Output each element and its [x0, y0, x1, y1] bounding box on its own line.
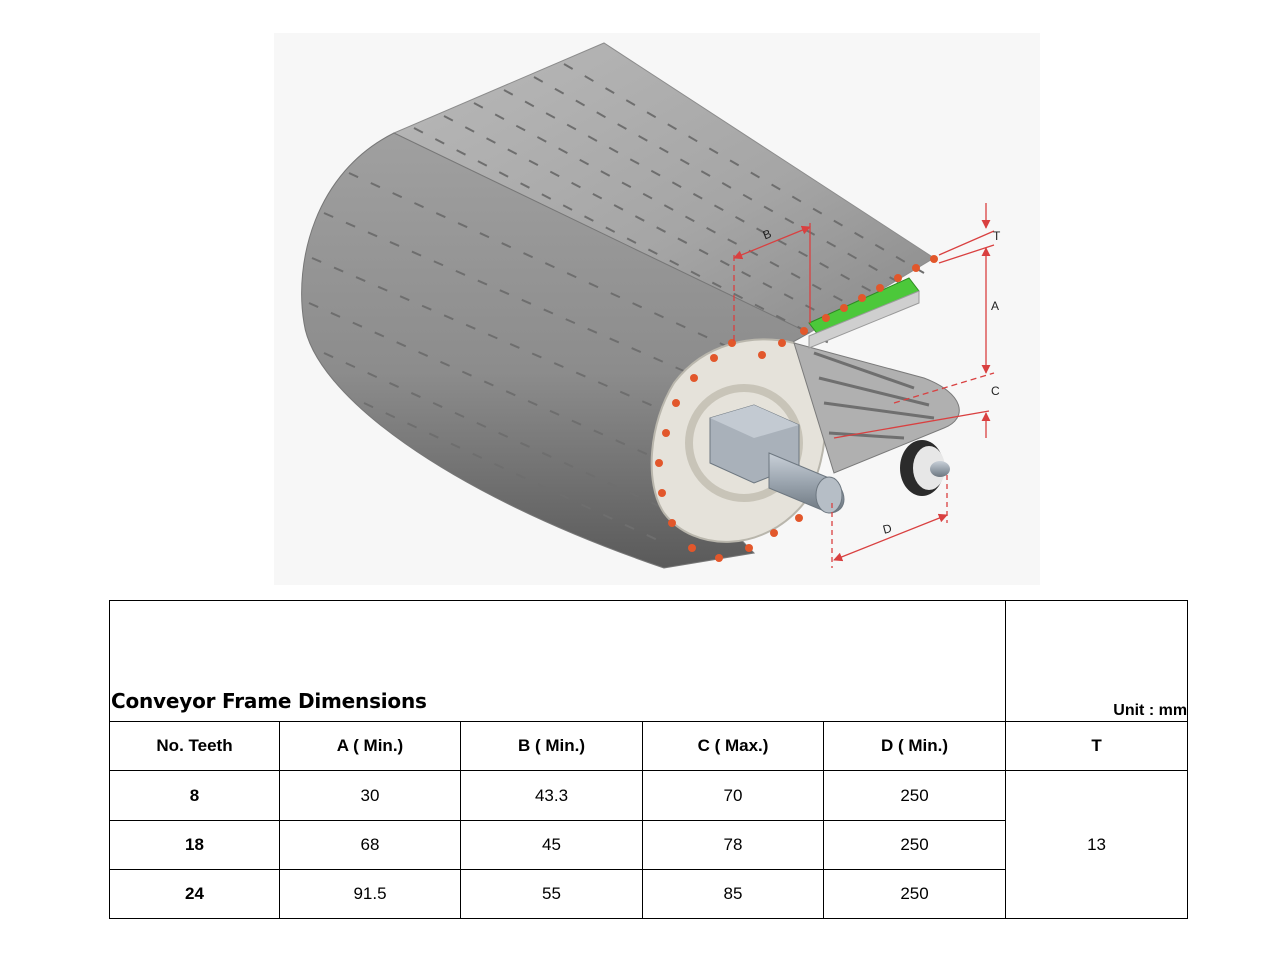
cell-teeth: 8 — [109, 770, 280, 821]
table-title-cell: Conveyor Frame Dimensions — [108, 600, 1007, 722]
cell-d: 250 — [822, 770, 1007, 821]
dimension-labels: B T A C D — [761, 226, 1001, 536]
belt-module-seams — [308, 63, 925, 544]
cell-a: 68 — [279, 820, 461, 870]
cell-a: 91.5 — [279, 869, 461, 919]
cell-c: 85 — [642, 869, 824, 919]
unit-cell: Unit : mm — [1005, 600, 1189, 722]
cell-teeth: 24 — [109, 869, 280, 919]
cell-t: 13 — [1005, 770, 1189, 919]
cell-teeth: 18 — [109, 820, 280, 870]
cell-d: 250 — [822, 869, 1007, 919]
header-c: C ( Max.) — [642, 721, 824, 771]
cell-b: 45 — [460, 820, 643, 870]
table-row: 18 68 45 78 250 — [109, 820, 1188, 870]
label-c: C — [991, 384, 1000, 398]
cell-c: 70 — [642, 770, 824, 821]
unit-label: Unit : mm — [1113, 702, 1188, 719]
idler-roller — [900, 440, 950, 496]
header-b: B ( Min.) — [460, 721, 643, 771]
conveyor-belt-illustration: B T A C D — [274, 33, 1040, 585]
hinge-pins — [655, 255, 938, 562]
header-row: No. Teeth A ( Min.) B ( Min.) C ( Max.) … — [109, 721, 1189, 771]
header-d: D ( Min.) — [822, 721, 1007, 771]
label-t: T — [993, 229, 1001, 243]
return-belt — [793, 342, 960, 474]
transfer-plate — [808, 277, 920, 349]
header-t: T — [1005, 721, 1189, 771]
table-title: Conveyor Frame Dimensions — [111, 689, 427, 713]
dimension-lines — [733, 203, 995, 568]
cell-d: 250 — [822, 820, 1007, 870]
cell-b: 43.3 — [460, 770, 643, 821]
table-row: 24 91.5 55 85 250 — [109, 869, 1188, 919]
dimensions-table: Conveyor Frame Dimensions Unit : mm No. … — [108, 600, 1189, 919]
header-teeth: No. Teeth — [109, 721, 280, 771]
return-belt-links — [813, 351, 935, 440]
table-row: 8 30 43.3 70 250 13 — [109, 770, 1189, 919]
label-d: D — [881, 521, 893, 537]
cell-a: 30 — [279, 770, 461, 821]
drive-shaft — [709, 404, 845, 514]
label-a: A — [991, 299, 999, 313]
cell-b: 55 — [460, 869, 643, 919]
header-a: A ( Min.) — [279, 721, 461, 771]
cell-c: 78 — [642, 820, 824, 870]
